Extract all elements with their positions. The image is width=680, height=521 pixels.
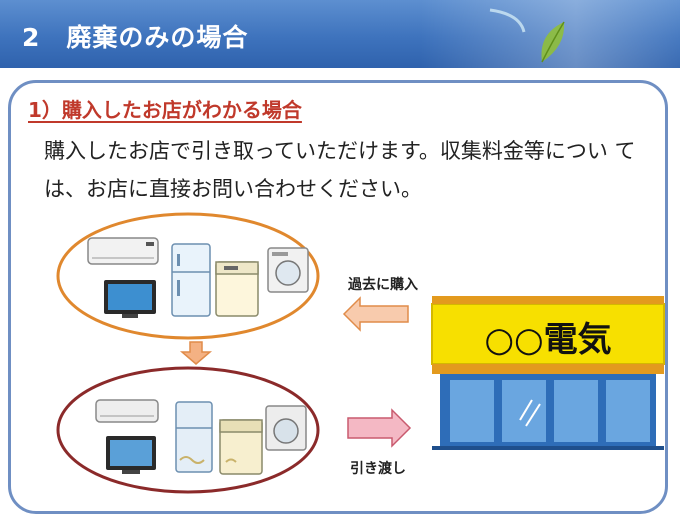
old-appliances-oval <box>56 366 320 494</box>
store-icon <box>431 296 665 450</box>
clothes-dryer-icon <box>265 405 307 451</box>
title-bar <box>0 0 680 68</box>
air-conditioner-icon <box>95 399 159 423</box>
tv-icon <box>104 280 156 318</box>
page-title: 2 廃棄のみの場合 <box>22 23 249 52</box>
air-conditioner-icon <box>87 237 159 265</box>
right-arrow-icon <box>347 408 412 448</box>
refrigerator-icon <box>175 401 213 473</box>
handover-arrow-label: 引き渡し <box>350 461 406 477</box>
purchase-arrow-label: 過去に購入 <box>348 277 418 293</box>
new-appliances-oval <box>56 212 320 340</box>
washing-machine-icon <box>215 261 259 317</box>
section-subtitle: 1）購入したお店がわかる場合 <box>28 98 302 122</box>
body-text-line-2: は、お店に直接お問い合わせください。 <box>44 177 422 201</box>
clothes-dryer-icon <box>267 247 309 293</box>
leaf-icon <box>489 8 565 63</box>
down-arrow-icon <box>179 341 213 365</box>
tv-icon <box>106 436 156 474</box>
left-arrow-icon <box>342 296 409 332</box>
refrigerator-icon <box>171 243 211 317</box>
washing-machine-icon <box>219 419 263 475</box>
store-sign-text: ○○電気 <box>484 320 612 360</box>
body-text-line-1: 購入したお店で引き取っていただけます。収集料金等につい て <box>44 139 636 163</box>
